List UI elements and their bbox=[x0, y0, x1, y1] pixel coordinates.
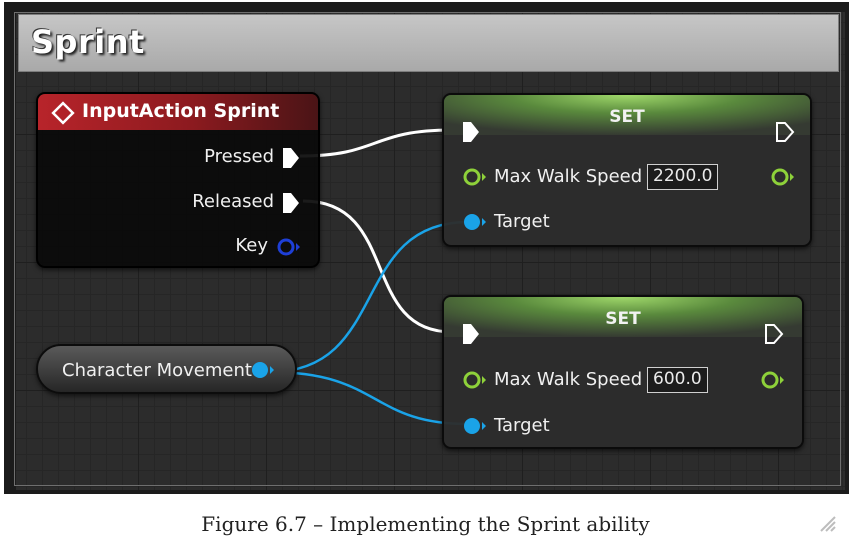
exec-in-pin-icon[interactable] bbox=[462, 323, 480, 345]
max-walk-speed-label: Max Walk Speed bbox=[494, 166, 643, 187]
event-node-header: InputAction Sprint bbox=[38, 94, 318, 130]
set-node-walk[interactable]: SET Max Walk Speed 600.0 Target bbox=[442, 295, 804, 449]
released-exec-pin-icon[interactable] bbox=[282, 192, 300, 214]
key-pin-icon[interactable] bbox=[276, 237, 302, 257]
max-walk-speed-input[interactable]: 2200.0 bbox=[647, 164, 719, 190]
input-action-event-node[interactable]: InputAction Sprint Pressed Released Key bbox=[36, 92, 320, 268]
float-in-pin-icon[interactable] bbox=[462, 167, 488, 187]
exec-out-pin-icon[interactable] bbox=[764, 323, 784, 345]
exec-wire-pressed[interactable] bbox=[299, 128, 453, 158]
float-out-pin-icon[interactable] bbox=[770, 167, 796, 187]
pressed-pin-label: Pressed bbox=[204, 146, 274, 167]
target-pin-label: Target bbox=[494, 211, 550, 232]
object-wire-target-2[interactable] bbox=[269, 370, 469, 426]
exec-out-pin-icon[interactable] bbox=[775, 121, 795, 143]
event-node-title: InputAction Sprint bbox=[82, 100, 280, 122]
character-movement-out-pin-icon[interactable] bbox=[250, 360, 276, 380]
character-movement-label: Character Movement bbox=[62, 360, 252, 381]
max-walk-speed-input[interactable]: 600.0 bbox=[647, 367, 708, 393]
target-pin-icon[interactable] bbox=[462, 416, 488, 436]
pressed-exec-pin-icon[interactable] bbox=[282, 147, 300, 169]
comment-header[interactable]: Sprint bbox=[18, 14, 839, 72]
key-pin-label: Key bbox=[235, 235, 268, 256]
figure-caption: Figure 6.7 – Implementing the Sprint abi… bbox=[201, 512, 650, 536]
max-walk-speed-label: Max Walk Speed bbox=[494, 369, 643, 390]
character-movement-node[interactable]: Character Movement bbox=[36, 344, 297, 394]
set-node-title: SET bbox=[605, 309, 641, 329]
object-wire-target-1[interactable] bbox=[269, 220, 469, 374]
float-out-pin-icon[interactable] bbox=[760, 370, 786, 390]
float-in-pin-icon[interactable] bbox=[462, 370, 488, 390]
exec-in-pin-icon[interactable] bbox=[462, 121, 480, 143]
comment-title: Sprint bbox=[31, 23, 145, 61]
set-node-header: SET bbox=[444, 297, 802, 337]
blueprint-frame bbox=[4, 2, 849, 494]
set-node-title: SET bbox=[609, 107, 645, 127]
target-pin-icon[interactable] bbox=[462, 212, 488, 232]
resize-grip-icon[interactable] bbox=[817, 513, 837, 533]
set-node-header: SET bbox=[444, 95, 810, 135]
released-pin-label: Released bbox=[192, 191, 274, 212]
event-diamond-icon bbox=[51, 101, 75, 125]
exec-wire-released[interactable] bbox=[302, 199, 453, 334]
target-pin-label: Target bbox=[494, 415, 550, 436]
set-node-sprint[interactable]: SET Max Walk Speed 2200.0 Target bbox=[442, 93, 812, 247]
